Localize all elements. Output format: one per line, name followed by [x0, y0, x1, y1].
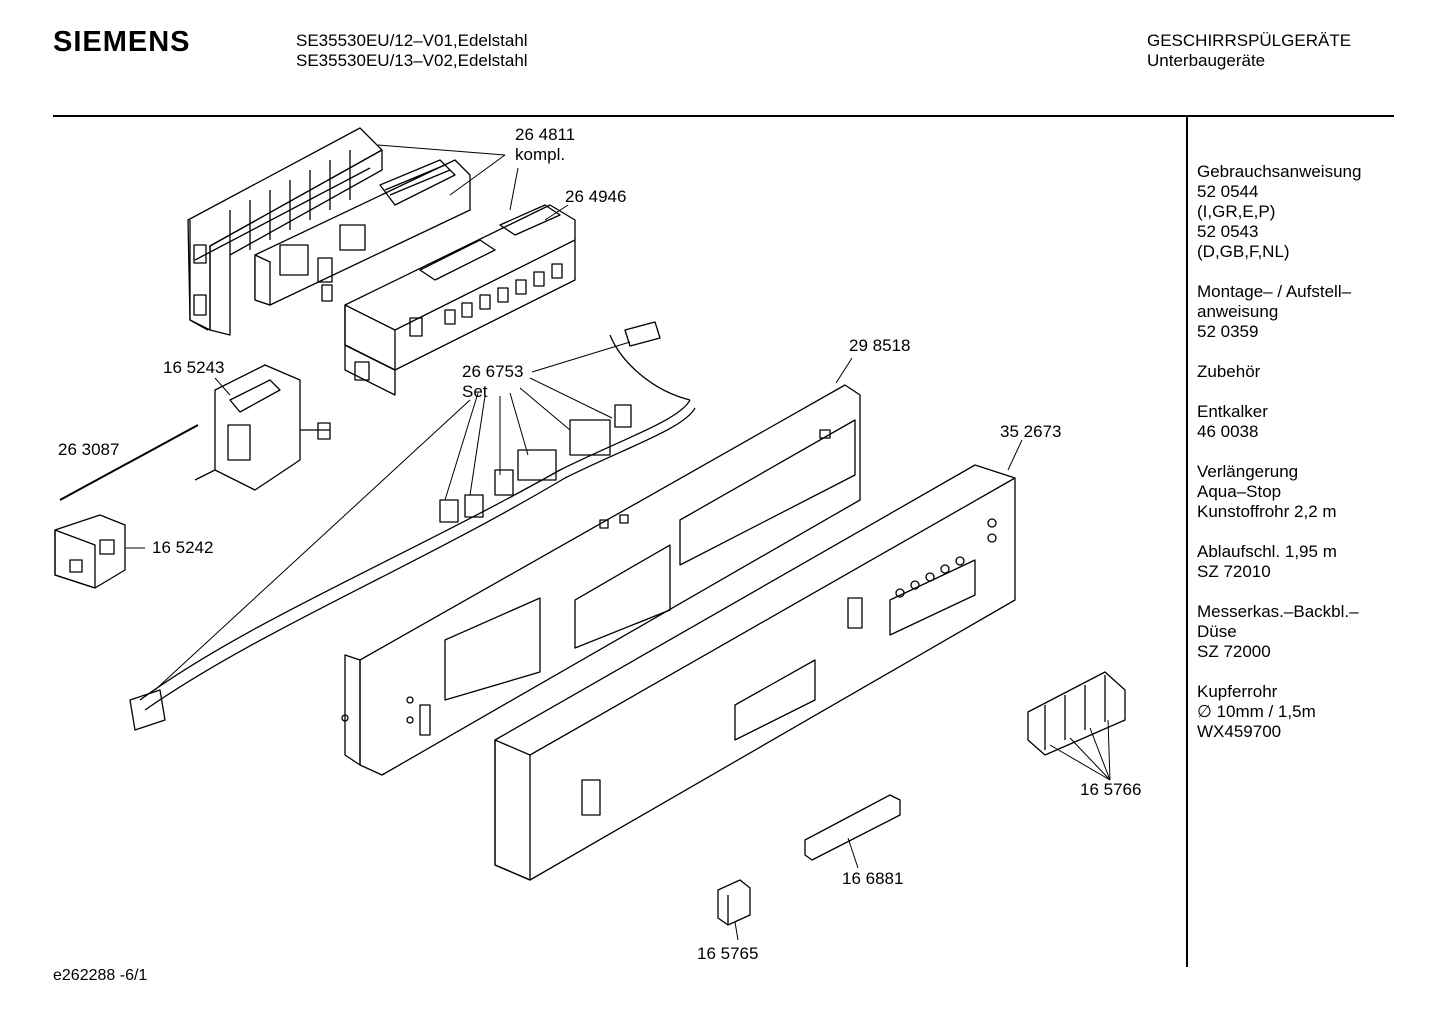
- accessory-line: anweisung: [1197, 302, 1279, 321]
- accessory-block-accessories: Zubehör: [1197, 362, 1437, 382]
- part-label-266753-sub: Set: [462, 382, 488, 401]
- part-label-165766: 16 5766: [1080, 780, 1142, 799]
- accessory-line: Ablaufschl. 1,95 m: [1197, 542, 1337, 561]
- accessory-line: SZ 72000: [1197, 642, 1271, 661]
- accessory-line: 52 0543: [1197, 222, 1259, 241]
- part-label-165243: 16 5243: [163, 358, 225, 377]
- part-label-352673: 35 2673: [1000, 422, 1062, 441]
- model-numbers: SE35530EU/12–V01,Edelstahl SE35530EU/13–…: [296, 31, 528, 71]
- part-label-263087: 26 3087: [58, 440, 120, 459]
- accessory-line: Düse: [1197, 622, 1237, 641]
- accessory-line: Gebrauchsanweisung: [1197, 162, 1362, 181]
- accessory-line: WX459700: [1197, 722, 1282, 741]
- knob-drawing: [717, 879, 751, 926]
- leader-lines: [125, 144, 1111, 941]
- accessory-line: Entkalker: [1197, 402, 1268, 421]
- front-fascia-drawing: [494, 464, 1016, 881]
- accessory-block-descaler: Entkalker 46 0038: [1197, 402, 1437, 442]
- category-line: Unterbaugeräte: [1147, 51, 1266, 70]
- accessory-block-installation: Montage– / Aufstell– anweisung 52 0359: [1197, 282, 1437, 342]
- switch-bracket-drawing: [194, 364, 331, 491]
- model-line: SE35530EU/12–V01,Edelstahl: [296, 31, 528, 50]
- exploded-parts-diagram: [54, 127, 1126, 941]
- model-line: SE35530EU/13–V02,Edelstahl: [296, 51, 528, 70]
- part-label-165765: 16 5765: [697, 944, 759, 963]
- document-reference: e262288 -6/1: [53, 967, 148, 984]
- accessory-line: Kunstoffrohr 2,2 m: [1197, 502, 1337, 521]
- part-label-264946: 26 4946: [565, 187, 627, 206]
- main-switch-drawing: [54, 514, 126, 589]
- accessory-line: (D,GB,F,NL): [1197, 242, 1290, 261]
- circuit-board-drawing: [254, 159, 471, 306]
- accessory-line: ∅ 10mm / 1,5m: [1197, 702, 1316, 721]
- handle-cover-drawing: [804, 794, 901, 861]
- accessory-block-drain-hose: Ablaufschl. 1,95 m SZ 72010: [1197, 542, 1437, 582]
- accessory-block-cutlery-nozzle: Messerkas.–Backbl.– Düse SZ 72000: [1197, 602, 1437, 662]
- accessory-line: Verlängerung: [1197, 462, 1299, 481]
- accessory-line: 46 0038: [1197, 422, 1259, 441]
- rod-drawing: [59, 424, 199, 501]
- accessory-line: Montage– / Aufstell–: [1197, 282, 1352, 301]
- part-label-264811-sub: kompl.: [515, 145, 566, 164]
- part-label-266753: 26 6753: [462, 362, 524, 381]
- part-label-264811: 26 4811: [515, 125, 576, 144]
- part-label-298518: 29 8518: [849, 336, 911, 355]
- cable-harness-drawing: [129, 321, 696, 731]
- part-label-166881: 16 6881: [842, 869, 904, 888]
- accessory-line: Aqua–Stop: [1197, 482, 1282, 501]
- accessory-block-copper-pipe: Kupferrohr ∅ 10mm / 1,5m WX459700: [1197, 682, 1437, 742]
- category-line: GESCHIRRSPÜLGERÄTE: [1147, 31, 1352, 50]
- brand-logo: SIEMENS: [53, 26, 191, 58]
- control-module-drawing: [344, 204, 576, 396]
- accessory-line: Kupferrohr: [1197, 682, 1278, 701]
- accessory-line: Messerkas.–Backbl.–: [1197, 602, 1359, 621]
- accessory-line: 52 0359: [1197, 322, 1259, 341]
- sidebar-divider: [1186, 117, 1188, 967]
- button-strip-drawing: [1027, 671, 1126, 756]
- front-panel-drawing: [341, 384, 861, 776]
- control-housing-drawing: [187, 127, 383, 336]
- appliance-category: GESCHIRRSPÜLGERÄTE Unterbaugeräte: [1147, 31, 1351, 71]
- accessory-block-extension: Verlängerung Aqua–Stop Kunstoffrohr 2,2 …: [1197, 462, 1437, 522]
- accessory-line: 52 0544: [1197, 182, 1259, 201]
- part-label-165242: 16 5242: [152, 538, 214, 557]
- accessory-line: SZ 72010: [1197, 562, 1271, 581]
- accessory-block-manual: Gebrauchsanweisung 52 0544 (I,GR,E,P) 52…: [1197, 162, 1437, 262]
- accessory-list: Gebrauchsanweisung 52 0544 (I,GR,E,P) 52…: [1197, 162, 1437, 762]
- accessory-line: (I,GR,E,P): [1197, 202, 1276, 221]
- accessory-line: Zubehör: [1197, 362, 1261, 381]
- header-divider: [53, 115, 1394, 117]
